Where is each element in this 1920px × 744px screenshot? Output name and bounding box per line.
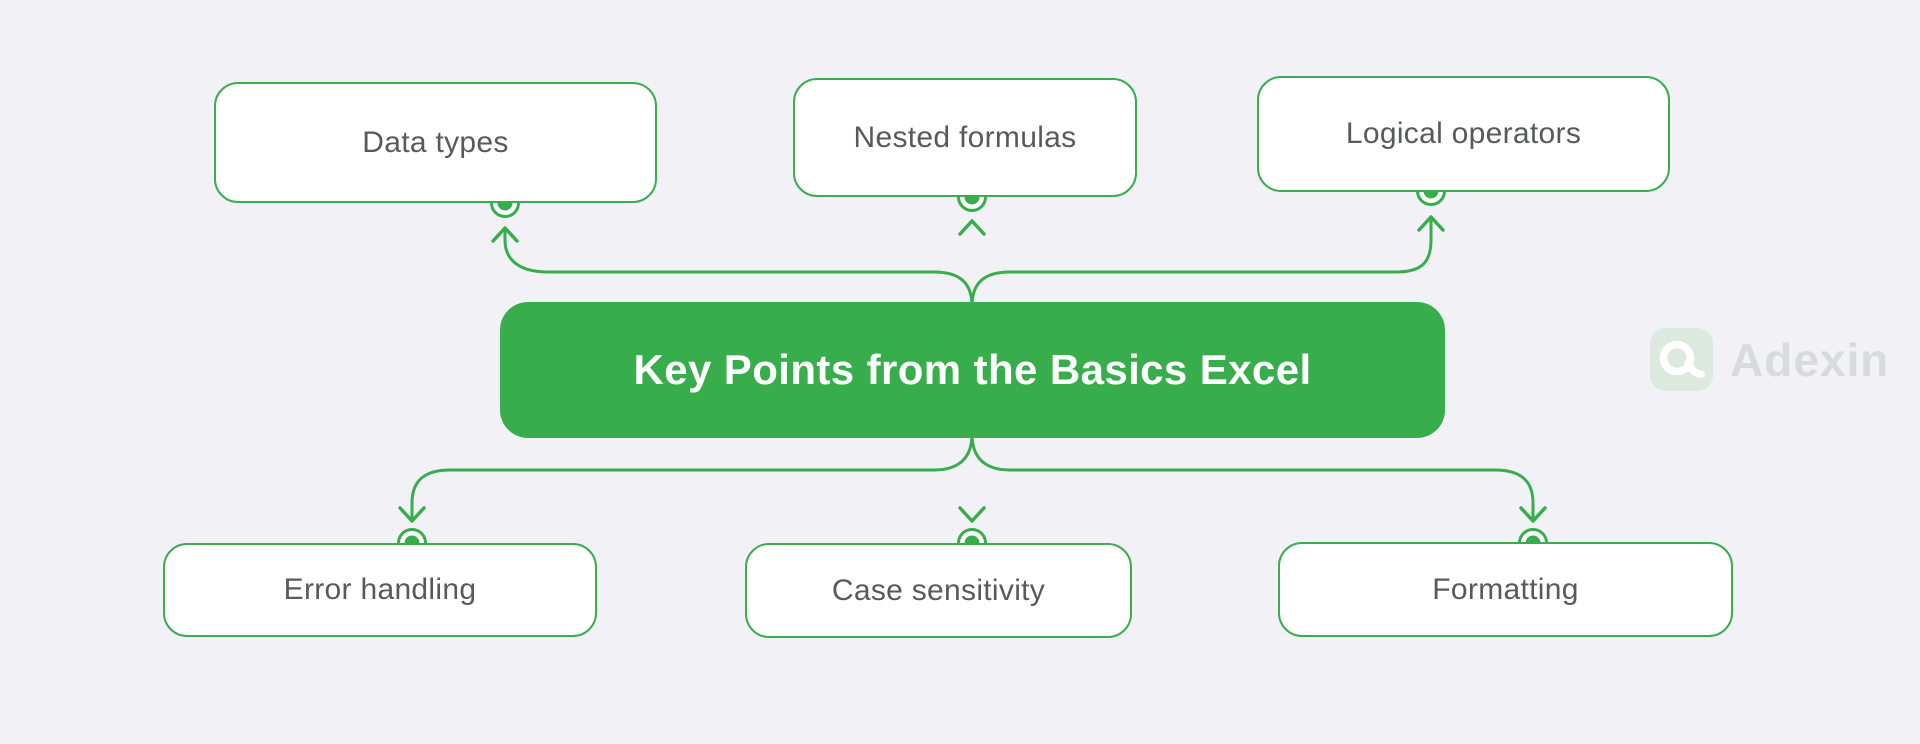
node-data-types: Data types bbox=[214, 82, 657, 203]
arrowhead-up-icon bbox=[958, 219, 986, 236]
connector-bottom-right bbox=[970, 432, 1535, 523]
central-node-title: Key Points from the Basics Excel bbox=[500, 302, 1445, 438]
node-label: Error handling bbox=[283, 573, 477, 606]
arrowhead-up-icon bbox=[491, 226, 519, 243]
connector-top-right bbox=[970, 215, 1433, 308]
node-nested-formulas: Nested formulas bbox=[793, 78, 1137, 197]
connector-bottom-left bbox=[410, 432, 974, 523]
node-case-sensitivity: Case sensitivity bbox=[745, 543, 1132, 638]
arrowhead-down-icon bbox=[958, 506, 986, 523]
node-error-handling: Error handling bbox=[163, 543, 597, 637]
node-label: Nested formulas bbox=[853, 120, 1077, 154]
brand-watermark: Adexin bbox=[1650, 328, 1889, 391]
diagram-title: Key Points from the Basics Excel bbox=[633, 346, 1312, 393]
node-label: Formatting bbox=[1432, 572, 1579, 606]
node-formatting: Formatting bbox=[1278, 542, 1733, 637]
node-label: Logical operators bbox=[1345, 117, 1582, 150]
node-label: Data types bbox=[362, 125, 509, 159]
adexin-logo-icon bbox=[1650, 328, 1713, 391]
arrowhead-down-icon bbox=[398, 506, 426, 523]
node-label: Case sensitivity bbox=[831, 573, 1046, 607]
node-logical-operators: Logical operators bbox=[1257, 76, 1670, 192]
arrowhead-down-icon bbox=[1519, 506, 1547, 523]
arrowhead-up-icon bbox=[1417, 215, 1445, 232]
brand-wordmark: Adexin bbox=[1730, 333, 1890, 386]
connector-top-left bbox=[503, 226, 974, 308]
